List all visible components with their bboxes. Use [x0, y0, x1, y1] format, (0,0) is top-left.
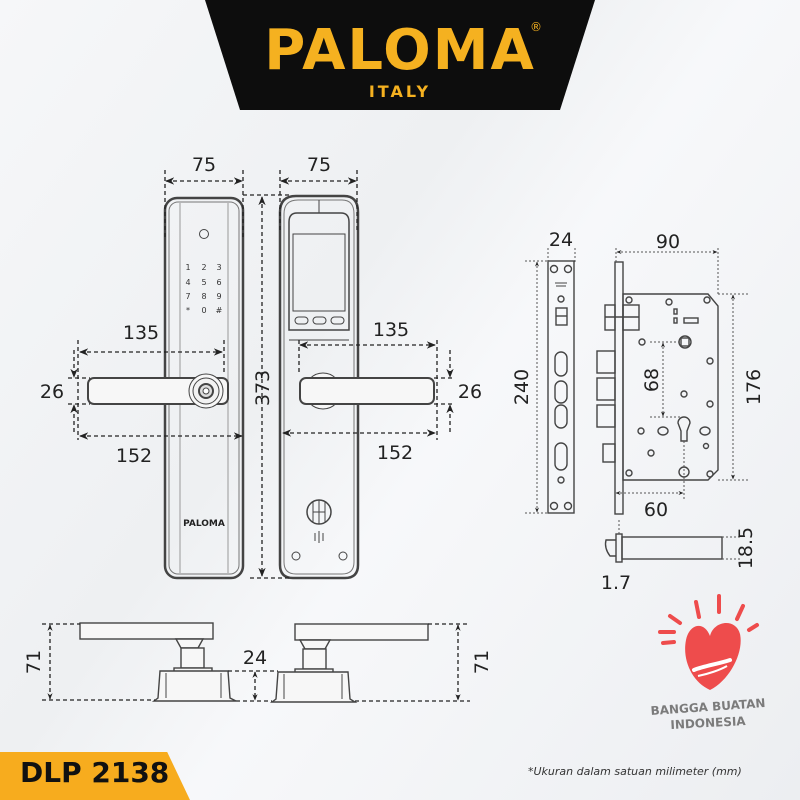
svg-text:4: 4	[185, 278, 190, 287]
svg-text:5: 5	[201, 278, 206, 287]
side-view-dimension-labels: 71 24 71	[23, 647, 493, 674]
brand-subtitle: ITALY	[368, 82, 432, 101]
dim-latch-height: 18.5	[735, 527, 757, 569]
mortise-body	[596, 261, 719, 515]
model-badge	[0, 752, 190, 800]
svg-text:9: 9	[216, 292, 221, 301]
right-handle-side-view	[269, 623, 429, 703]
brand-logo: PALOMA	[264, 18, 536, 83]
dim-faceplate-thickness: 1.7	[601, 572, 631, 594]
dim-front-width: 75	[192, 154, 216, 176]
dim-back-handle-height: 26	[458, 381, 482, 403]
dim-front-handle-height: 26	[40, 381, 64, 403]
svg-text:7: 7	[185, 292, 190, 301]
model-number: DLP 2138	[20, 756, 170, 789]
dim-back-handle-inner: 135	[373, 319, 409, 341]
dim-mortise-height: 176	[743, 369, 765, 405]
header-banner	[205, 0, 595, 110]
left-handle-side-view	[79, 622, 237, 702]
dim-mortise-width: 90	[656, 231, 680, 253]
svg-text:3: 3	[216, 263, 221, 272]
svg-text:#: #	[216, 306, 223, 315]
svg-text:*: *	[186, 306, 190, 315]
registered-mark: ®	[530, 20, 542, 34]
dim-panel-height: 373	[252, 370, 274, 406]
svg-text:8: 8	[201, 292, 206, 301]
back-panel	[278, 194, 360, 580]
dim-backset: 60	[644, 499, 668, 521]
dim-faceplate-width: 24	[549, 229, 573, 251]
mortise-dimension-labels: 24 90 240 176 68 60 1.7 18.5	[511, 229, 765, 594]
dim-back-width: 75	[307, 154, 331, 176]
dim-faceplate-height: 240	[511, 369, 533, 405]
dim-left-projection: 71	[23, 650, 45, 674]
front-panel-logo: PALOMA	[183, 519, 225, 529]
mortise-faceplate	[547, 260, 575, 514]
dim-rose-height: 24	[243, 647, 267, 669]
back-handle	[299, 372, 435, 410]
keypad: 1 2 3 4 5 6 7 8 9 * 0 #	[185, 263, 222, 315]
dim-front-handle-total: 152	[116, 445, 152, 467]
heart-hug-icon	[658, 594, 759, 690]
latch-side-view	[604, 533, 723, 563]
svg-text:1: 1	[185, 263, 190, 272]
svg-text:0: 0	[201, 306, 206, 315]
svg-text:6: 6	[216, 278, 221, 287]
dimension-labels: 75 75 135 152 26 135 152 26 373	[40, 154, 482, 467]
dim-front-handle-inner: 135	[123, 322, 159, 344]
units-footnote: *Ukuran dalam satuan milimeter (mm)	[528, 765, 742, 778]
dimension-lines	[68, 170, 455, 579]
dim-right-projection: 71	[471, 650, 493, 674]
dim-spindle-cylinder: 68	[641, 368, 663, 392]
svg-text:2: 2	[201, 263, 206, 272]
front-handle	[87, 373, 229, 409]
dim-back-handle-total: 152	[377, 442, 413, 464]
